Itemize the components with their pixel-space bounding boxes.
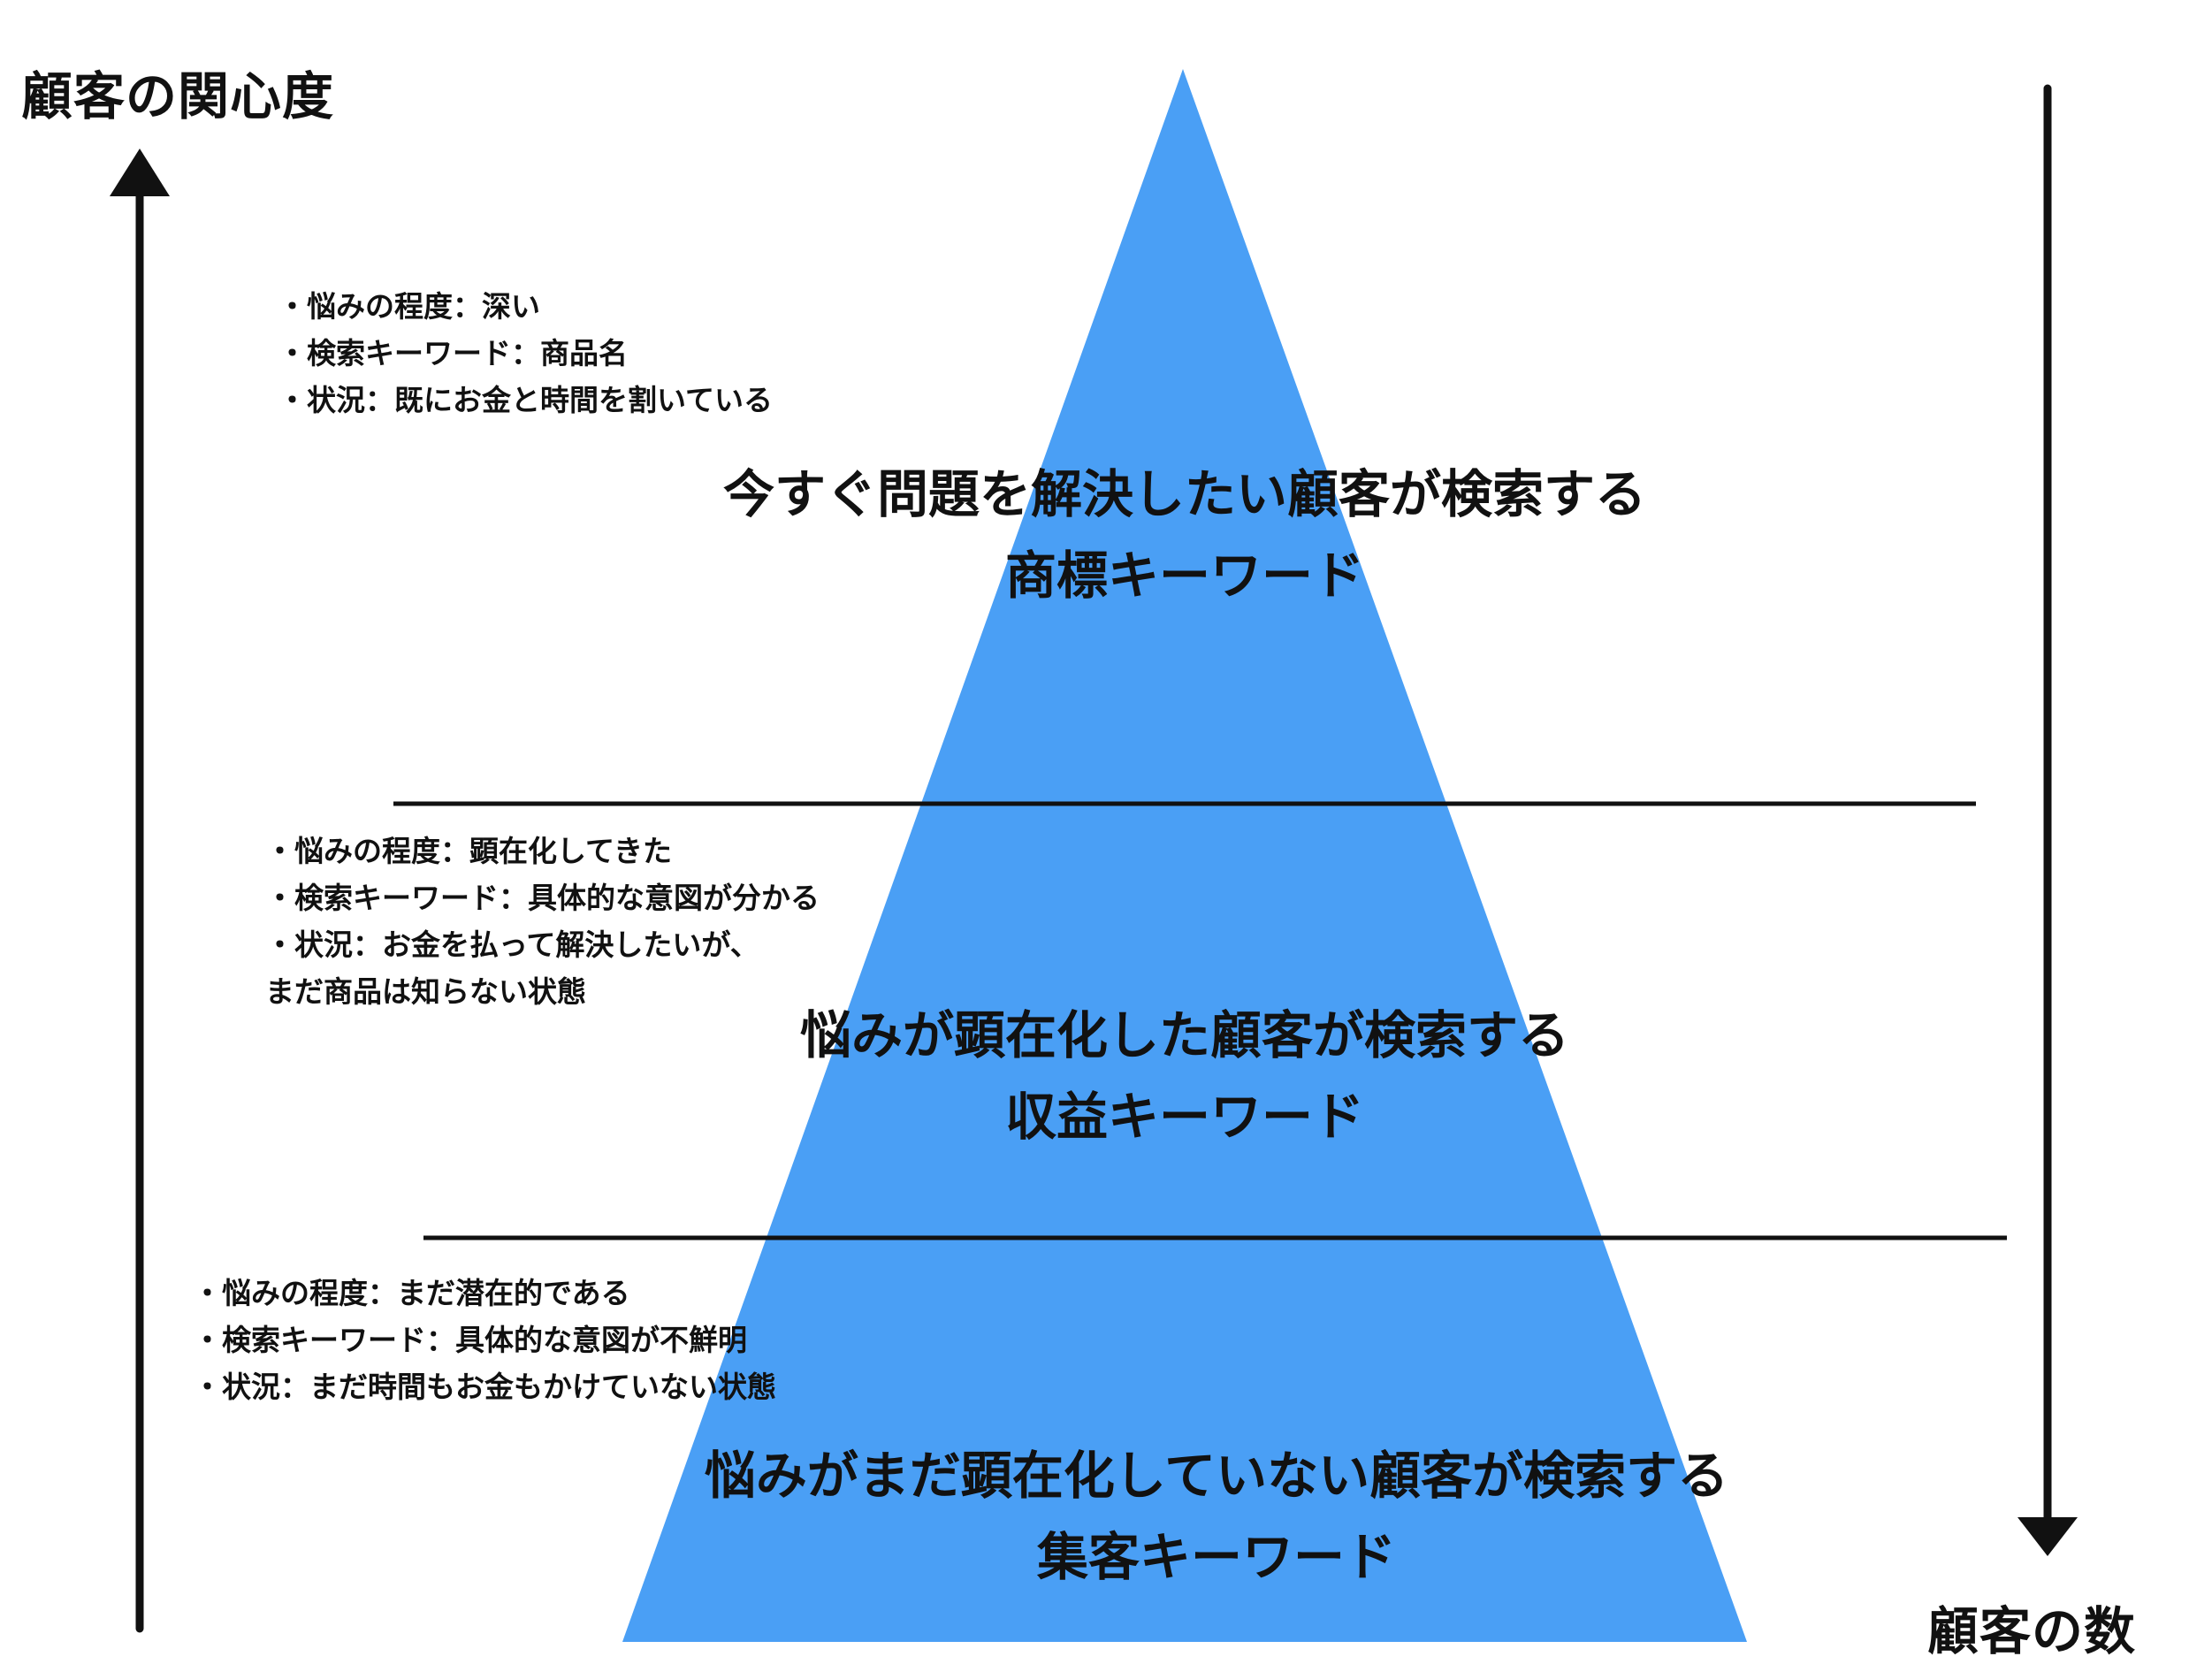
customer-count-axis-arrow bbox=[2017, 84, 2078, 1556]
tier-bottom-title-line1: 悩みがまだ顕在化していない顧客が検索する bbox=[704, 1446, 1729, 1506]
note-line: ・検索キーワード：商品名 bbox=[278, 336, 628, 370]
note-line: ・悩みの程度：顕在化してきた bbox=[265, 834, 673, 868]
tier-middle-title-line1: 悩みが顕在化した顧客が検索する bbox=[799, 1005, 1569, 1065]
note-line: ・状況：まだ時間もお金もかけていない状態 bbox=[193, 1370, 776, 1404]
note-line: まだ商品は知らない状態 bbox=[265, 974, 586, 1009]
tier-top-title-line2: 商標キーワード bbox=[1004, 546, 1364, 606]
tier-bottom-title: 悩みがまだ顕在化していない顧客が検索する 集客キーワード bbox=[553, 1435, 1880, 1598]
arrow-up-icon bbox=[110, 149, 170, 196]
tier-bottom-title-line2: 集客キーワード bbox=[1036, 1527, 1396, 1587]
tier-top-notes: ・悩みの程度：深い ・検索キーワード：商品名 ・状況：既にお金と時間を割いている bbox=[278, 283, 773, 424]
note-line: ・状況：既にお金と時間を割いている bbox=[278, 383, 774, 417]
tier-top-title: 今すぐ問題を解決したい顧客が検索する 商標キーワード bbox=[522, 454, 1848, 616]
note-line: ・悩みの程度：まだ潜在的である bbox=[193, 1276, 630, 1310]
note-line: ・検索キーワード：具体的な意図が分かる bbox=[265, 881, 820, 915]
interest-axis-label: 顧客の関心度 bbox=[21, 66, 335, 126]
tier-middle-title: 悩みが顕在化した顧客が検索する 収益キーワード bbox=[522, 995, 1848, 1157]
tier-top-title-line1: 今すぐ問題を解決したい顧客が検索する bbox=[722, 464, 1646, 524]
pyramid-triangle bbox=[622, 69, 1747, 1642]
note-line: ・悩みの程度：深い bbox=[278, 289, 540, 324]
note-line: ・状況：お金を払って解決したいが、 bbox=[265, 927, 759, 962]
tier-bottom-notes: ・悩みの程度：まだ潜在的である ・検索キーワード：具体的な意図が不鮮明 ・状況：… bbox=[193, 1270, 776, 1410]
tier-middle-notes: ・悩みの程度：顕在化してきた ・検索キーワード：具体的な意図が分かる ・状況：お… bbox=[265, 828, 820, 1015]
note-line: ・検索キーワード：具体的な意図が不鮮明 bbox=[193, 1323, 747, 1357]
customer-count-axis-label: 顧客の数 bbox=[1927, 1601, 2137, 1661]
tier-middle-title-line2: 収益キーワード bbox=[1004, 1087, 1364, 1147]
interest-axis-arrow bbox=[110, 149, 170, 1633]
arrow-down-icon bbox=[2017, 1517, 2078, 1556]
